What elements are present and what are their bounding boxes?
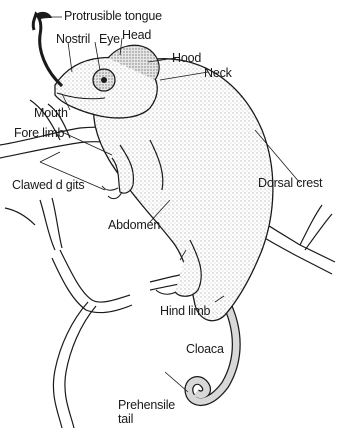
label-neck: Neck (204, 66, 232, 80)
label-clawed-digits: Clawed d gits (12, 178, 84, 192)
label-hood: Hood (172, 51, 201, 65)
label-mouth: Mouth (34, 106, 68, 120)
label-cloaca: Cloaca (186, 342, 224, 356)
label-protrusible-tongue: Protrusible tongue (64, 9, 162, 23)
label-nostril: Nostril (56, 32, 90, 46)
label-dorsal-crest: Dorsal crest (258, 176, 322, 190)
tongue-shape (33, 14, 62, 86)
label-tail: tail (118, 412, 133, 426)
label-head: Head (122, 28, 151, 42)
label-hind-limb: Hind limb (160, 304, 210, 318)
label-prehensile: Prehensile (118, 398, 175, 412)
label-fore-limb: Fore limb (14, 126, 64, 140)
label-eye: Eye (99, 32, 120, 46)
label-abdomen: Abdomen (108, 218, 160, 232)
